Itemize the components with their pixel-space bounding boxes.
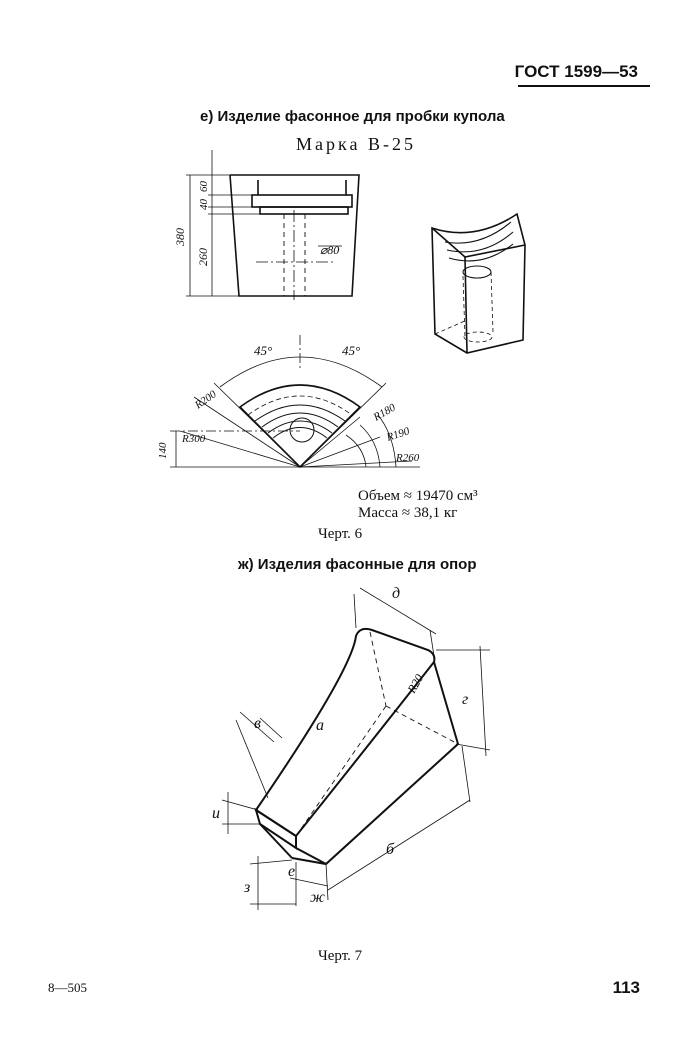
figure-6-caption: Черт. 6 (318, 526, 363, 542)
grade-label: Марка В-25 (296, 134, 416, 154)
figure-6-plan-view: 45° 45° R200 R300 R180 R190 R260 140 (157, 335, 420, 469)
dim-60: 60 (198, 181, 210, 193)
figure-6-front-view: 380 40 60 260 ⌀80 (173, 150, 360, 300)
radius-260: R260 (395, 452, 420, 464)
print-mark: 8—505 (48, 980, 87, 995)
dim-140: 140 (157, 442, 169, 459)
page-number: 113 (612, 978, 640, 997)
dim-v: в (254, 715, 261, 732)
dim-40: 40 (198, 199, 210, 211)
header-rule (518, 85, 650, 87)
dim-g: г (462, 691, 468, 708)
dim-a: а (316, 717, 324, 734)
figure-7-support-block: д а R20 г в б и е з ж (212, 585, 491, 910)
radius-300: R300 (181, 433, 206, 445)
volume-value: Объем ≈ 19470 см³ (358, 488, 478, 504)
dim-d: д (392, 585, 400, 602)
groove-top (251, 194, 353, 208)
dim-z: з (243, 879, 250, 896)
dim-e: е (288, 863, 295, 880)
standard-number: ГОСТ 1599—53 (514, 62, 638, 81)
dim-zh: ж (310, 889, 325, 906)
angle-right: 45° (342, 343, 360, 358)
section-zh-title: ж) Изделия фасонные для опор (238, 556, 477, 573)
dim-260: 260 (196, 248, 210, 266)
section-e-title: е) Изделие фасонное для пробки купола (200, 108, 505, 125)
dim-hole-diameter: ⌀80 (320, 243, 339, 257)
radius-180: R180 (371, 401, 398, 424)
radius-200: R200 (192, 388, 219, 412)
groove-bottom (259, 206, 349, 215)
figure-7-caption: Черт. 7 (318, 948, 363, 964)
figure-6-isometric-view (431, 212, 526, 354)
dim-b: б (386, 841, 395, 858)
angle-left: 45° (254, 343, 272, 358)
dim-i: и (212, 805, 220, 822)
mass-value: Масса ≈ 38,1 кг (358, 505, 458, 521)
radius-190: R190 (384, 425, 411, 444)
dim-380: 380 (173, 228, 187, 247)
